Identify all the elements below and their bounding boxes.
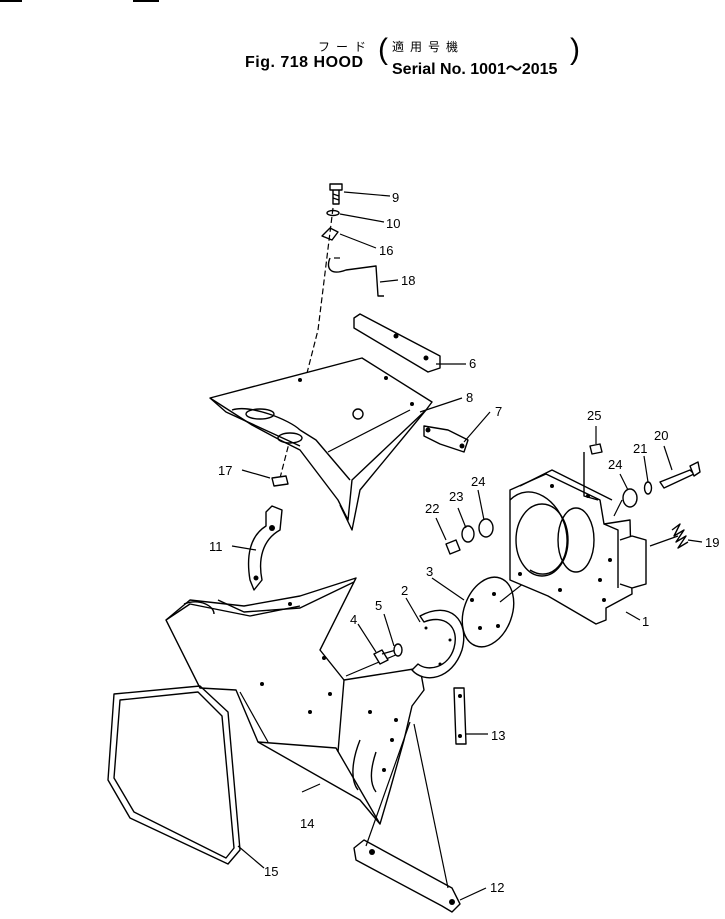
callout-11: 11	[209, 539, 223, 554]
callout-3: 3	[426, 564, 433, 579]
part-23-washer	[461, 525, 475, 543]
part-17-nut	[271, 475, 289, 487]
callout-20: 20	[654, 428, 668, 443]
callout-24-left: 24	[471, 474, 485, 489]
part-20-bolt	[659, 461, 701, 489]
title-japanese: フード	[318, 40, 373, 54]
part-2-ring	[411, 609, 465, 679]
part-3-disk	[461, 576, 515, 648]
top-rule-left	[0, 0, 22, 2]
usage-japanese: 適用号機	[392, 40, 465, 54]
callout-15: 15	[264, 864, 278, 879]
part-8-upper-hood	[209, 357, 433, 531]
callout-4: 4	[350, 612, 357, 627]
part-1-housing	[509, 452, 647, 625]
part-21-washer	[643, 481, 653, 495]
callout-9: 9	[392, 190, 399, 205]
axis-lower-left	[239, 691, 269, 743]
callout-7: 7	[495, 404, 502, 419]
part-9-bolt	[329, 183, 343, 205]
serial-range: Serial No. 1001～2015	[392, 61, 558, 78]
left-paren: (	[378, 33, 388, 66]
part-24-bush-left	[478, 518, 494, 538]
part-5-washer	[393, 643, 403, 657]
part-22-nut	[445, 539, 461, 555]
callout-23: 23	[449, 489, 463, 504]
figure-title: Fig. 718 HOOD	[245, 54, 364, 71]
callout-6: 6	[469, 356, 476, 371]
part-12-bracket	[353, 839, 461, 913]
callout-17: 17	[218, 463, 232, 478]
callout-2: 2	[401, 583, 408, 598]
callout-10: 10	[386, 216, 400, 231]
callout-18: 18	[401, 273, 415, 288]
part-13-plate	[453, 687, 467, 745]
part-19-spring	[671, 523, 689, 549]
callout-labels: 9 10 16 18 6 8 7 25 20 21 24 17 24 23 22…	[209, 190, 719, 895]
part-25-fitting	[589, 443, 603, 455]
part-14-lower-hood	[165, 577, 425, 825]
part-11-bracket	[247, 505, 283, 591]
callout-25: 25	[587, 408, 601, 423]
part-18-rod	[327, 257, 384, 297]
callout-12: 12	[490, 880, 504, 895]
axis-12-right	[413, 723, 449, 889]
callout-19: 19	[705, 535, 719, 550]
leader-lines	[231, 191, 703, 901]
callout-13: 13	[491, 728, 505, 743]
part-24-bush-right	[622, 488, 638, 508]
part-7-plate	[423, 425, 469, 453]
callout-5: 5	[375, 598, 382, 613]
callout-8: 8	[466, 390, 473, 405]
callout-22: 22	[425, 501, 439, 516]
right-paren: )	[570, 33, 580, 66]
callout-21: 21	[633, 441, 647, 456]
part-6-bracket	[353, 313, 441, 373]
top-rule-mid	[133, 0, 159, 2]
assembly-axis-left	[279, 207, 334, 479]
callout-16: 16	[379, 243, 393, 258]
part-4-bolt	[373, 649, 397, 665]
callout-1: 1	[642, 614, 649, 629]
part-15-seal	[107, 685, 241, 865]
callout-24-right: 24	[608, 457, 622, 472]
axis-12-left	[365, 721, 411, 847]
callout-14: 14	[300, 816, 314, 831]
